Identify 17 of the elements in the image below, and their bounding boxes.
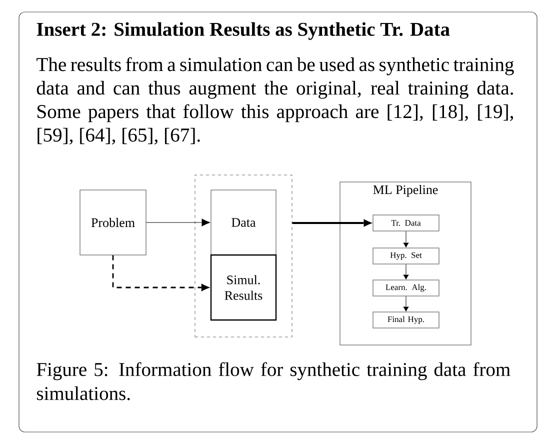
arrow [403, 231, 409, 248]
arrow [112, 255, 210, 292]
arrow [403, 264, 409, 280]
arrow [146, 218, 211, 226]
process-box: Problem [80, 190, 146, 256]
process-box: Data [210, 190, 276, 256]
heading: Insert 2: Simulation Results as Synthetic Tr. Data [36, 22, 450, 40]
step-box: Tr. Data [372, 214, 440, 232]
step-box: Learn. Alg. [372, 280, 440, 296]
figure-caption: Figure 5: Information flow for synthetic training data from simulations. [36, 362, 510, 400]
group-box [194, 174, 292, 338]
paragraph: The results from a simulation can be used as synthetic training data and can thus augment the original, real training data. Some papers that follow this approach are [12], [18], [19], [59], [64], [65], [67]. [36, 57, 514, 145]
arrow [403, 296, 409, 312]
process-box: Simul. Results [210, 254, 277, 321]
arrow [292, 219, 373, 227]
step-box: Hyp. Set [372, 248, 440, 264]
step-box: Final Hyp. [372, 312, 440, 328]
